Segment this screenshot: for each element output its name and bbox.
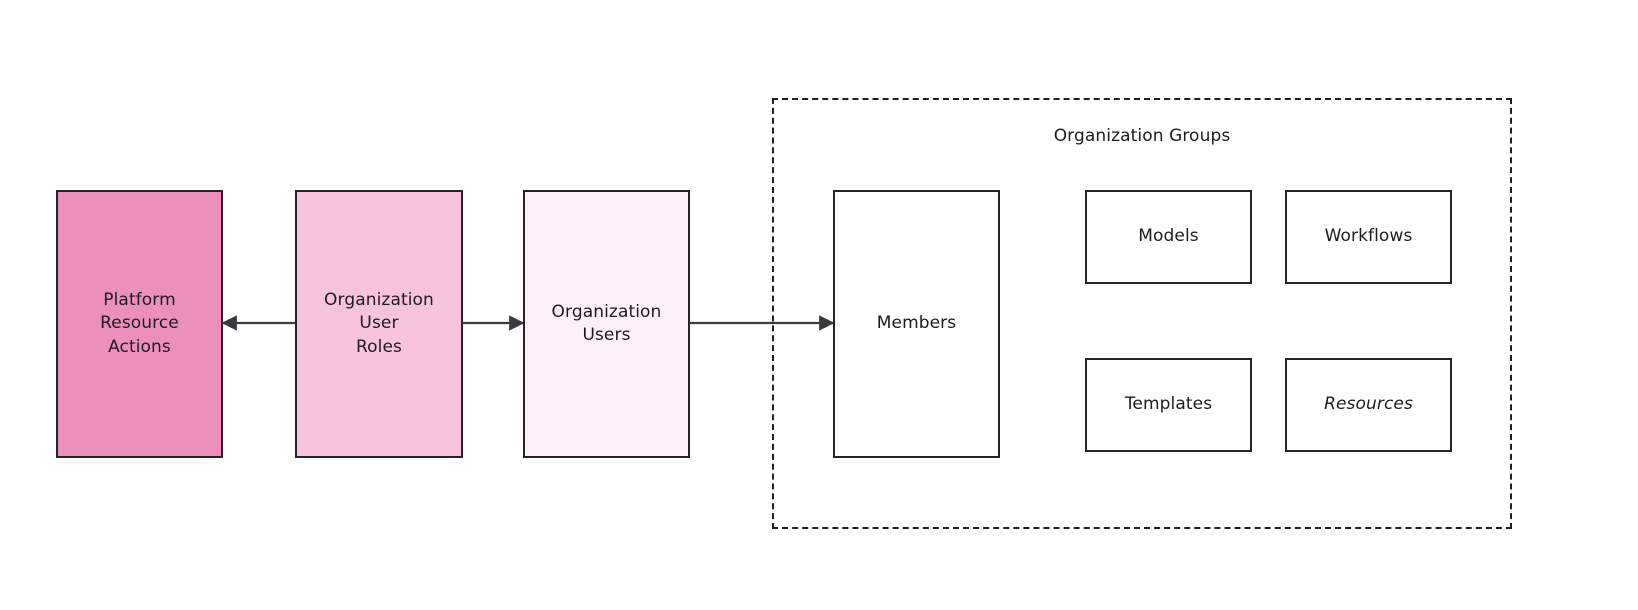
node-organization-user-roles[interactable]: Organization User Roles — [295, 190, 463, 458]
node-label: Models — [1138, 226, 1199, 247]
node-models[interactable]: Models — [1085, 190, 1252, 284]
node-members[interactable]: Members — [833, 190, 1000, 458]
node-resources[interactable]: Resources — [1285, 358, 1452, 452]
organization-groups-title: Organization Groups — [1053, 126, 1231, 146]
node-label: Organization Users — [551, 301, 662, 345]
node-organization-users[interactable]: Organization Users — [523, 190, 690, 458]
node-label: Resources — [1324, 394, 1413, 415]
node-label: Platform Resource Actions — [100, 289, 179, 357]
node-label: Templates — [1124, 394, 1213, 415]
node-platform-resource-actions[interactable]: Platform Resource Actions — [56, 190, 223, 458]
node-label: Organization User Roles — [324, 289, 434, 357]
node-label: Members — [876, 313, 957, 334]
node-templates[interactable]: Templates — [1085, 358, 1252, 452]
organization-groups-container — [772, 98, 1512, 529]
node-label: Workflows — [1324, 226, 1413, 247]
node-workflows[interactable]: Workflows — [1285, 190, 1452, 284]
